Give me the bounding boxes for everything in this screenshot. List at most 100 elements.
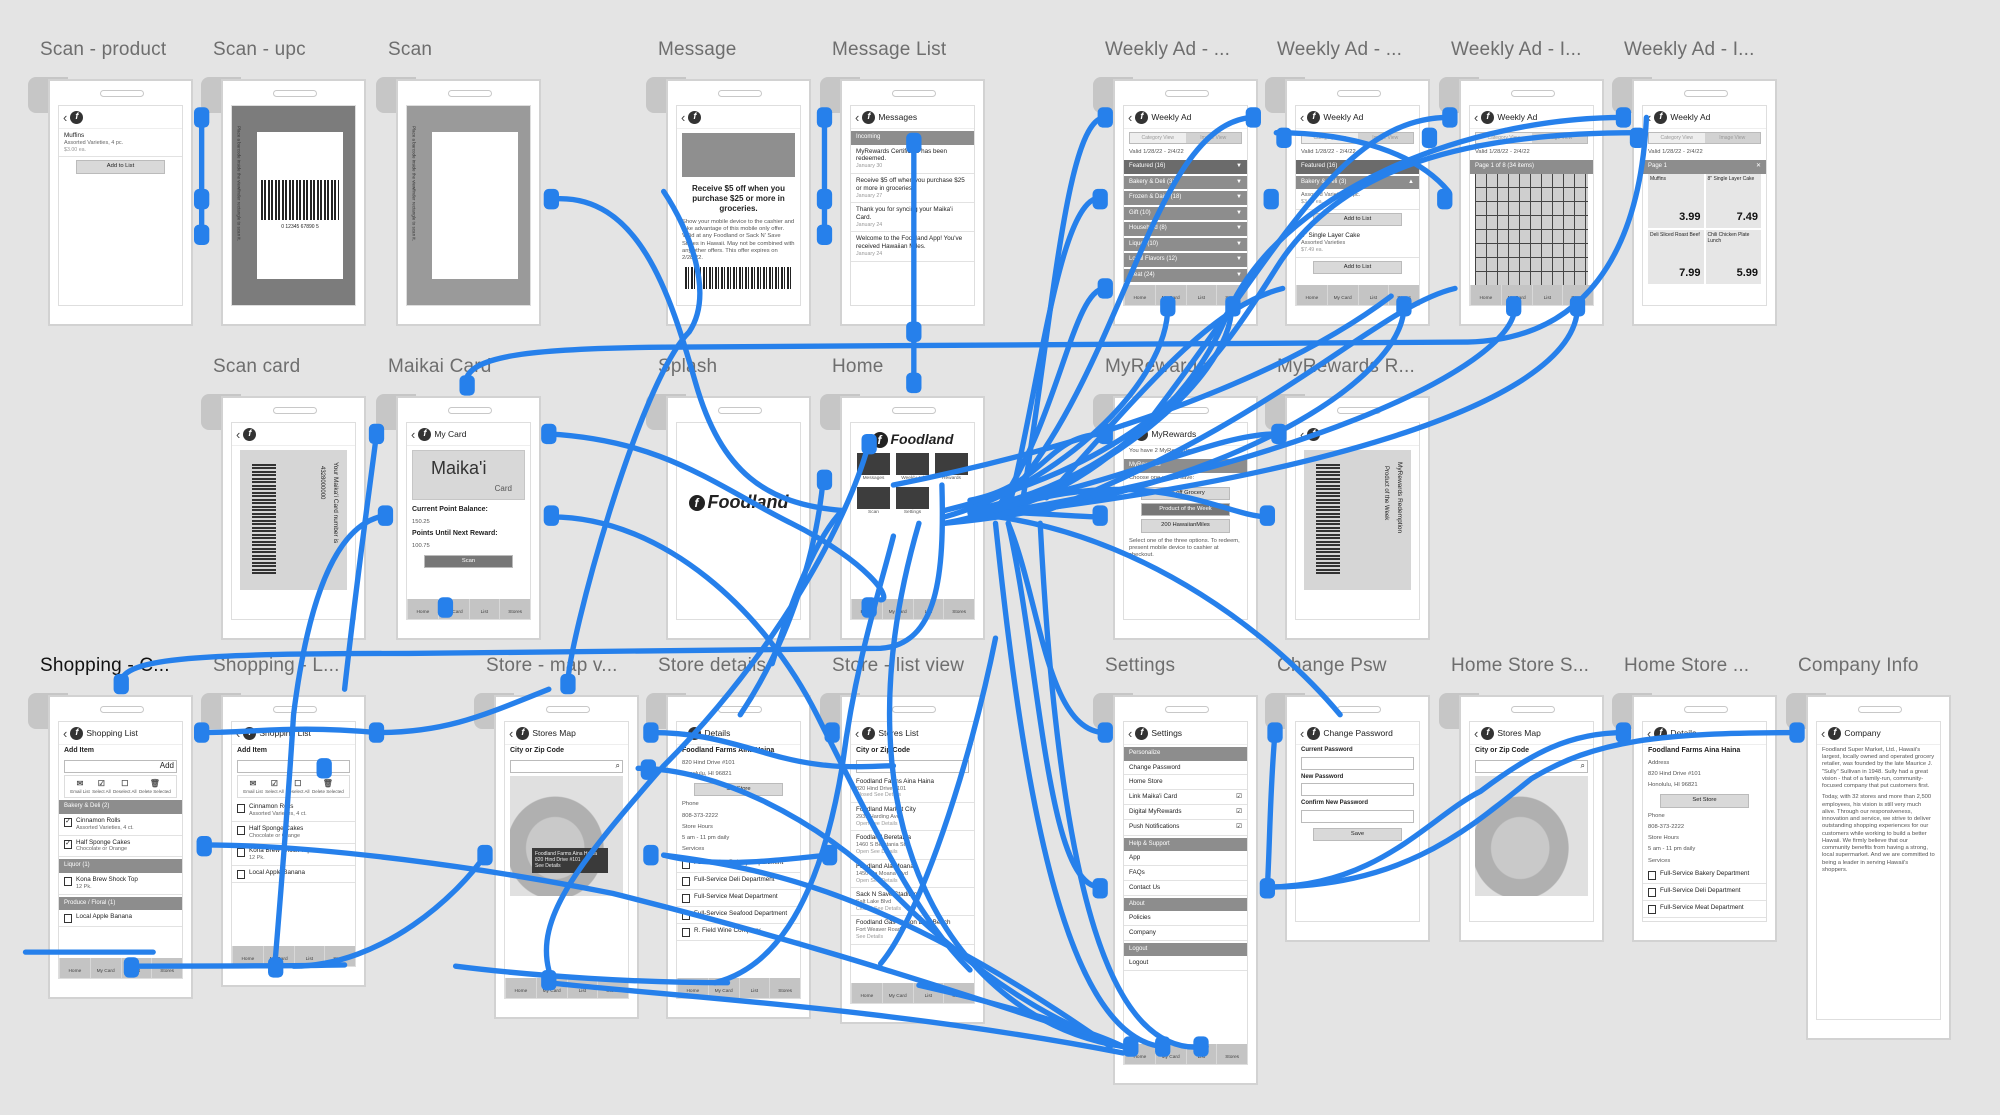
- checkbox[interactable]: [1648, 870, 1656, 880]
- tab-stores[interactable]: Stores: [943, 983, 974, 1003]
- back-chevron-icon[interactable]: ‹: [236, 725, 241, 741]
- home-tile[interactable]: Settings: [896, 487, 929, 516]
- artboard-label[interactable]: Home Store ...: [1624, 655, 1750, 676]
- caret-icon[interactable]: ▼: [1236, 178, 1242, 185]
- list-item[interactable]: Change Password: [1124, 761, 1247, 776]
- checkbox[interactable]: [682, 876, 690, 886]
- search-input[interactable]: ⌕: [510, 759, 623, 773]
- artboard-label[interactable]: Change Psw: [1277, 655, 1387, 676]
- list-item[interactable]: Full-Service Bakery Department: [1643, 867, 1766, 884]
- home-tile[interactable]: Messages: [857, 452, 890, 482]
- back-chevron-icon[interactable]: ‹: [1300, 109, 1305, 125]
- tab-my-card[interactable]: My Card: [535, 978, 567, 998]
- wire-handle[interactable]: [816, 188, 833, 210]
- artboard-label[interactable]: Weekly Ad - ...: [1277, 39, 1403, 60]
- tab-stores[interactable]: Stores: [1562, 285, 1593, 305]
- tab-my-card[interactable]: My Card: [437, 599, 469, 619]
- tab-home[interactable]: Home: [1296, 285, 1327, 305]
- list-item[interactable]: Link Maika'i Card☑: [1124, 790, 1247, 806]
- prototype-wire[interactable]: [1018, 114, 1108, 514]
- artboard-label[interactable]: Scan: [388, 39, 433, 60]
- button[interactable]: Set Store: [1660, 794, 1749, 808]
- segment-image-view[interactable]: Image View: [1185, 133, 1241, 144]
- checkbox[interactable]: [682, 927, 690, 937]
- back-chevron-icon[interactable]: ‹: [411, 426, 416, 442]
- section-header[interactable]: Featured (16)▼: [1124, 160, 1247, 174]
- artboard-label[interactable]: Home: [832, 356, 884, 377]
- tab-home[interactable]: Home: [232, 946, 263, 966]
- list-item[interactable]: Digital MyRewards☑: [1124, 805, 1247, 821]
- tab-stores[interactable]: Stores: [1388, 285, 1419, 305]
- wire-handle[interactable]: [196, 835, 212, 857]
- segment-category-view[interactable]: Category View: [1130, 133, 1186, 144]
- checkbox[interactable]: [64, 876, 72, 886]
- tab-my-card[interactable]: My Card: [262, 946, 294, 966]
- wire-handle[interactable]: [816, 469, 833, 491]
- list-item[interactable]: Assorted Varieties, 4 pc.$3.59 ea.: [1296, 189, 1419, 210]
- tab-list[interactable]: List: [912, 983, 944, 1003]
- tab-list[interactable]: List: [566, 978, 598, 998]
- tab-list[interactable]: List: [738, 978, 770, 998]
- checkbox[interactable]: [64, 914, 72, 924]
- tab-my-card[interactable]: My Card: [1154, 285, 1186, 305]
- prototype-wire[interactable]: [1005, 520, 1108, 736]
- artboard-label[interactable]: Settings: [1105, 655, 1176, 676]
- search-input[interactable]: ⌕: [856, 759, 969, 773]
- tab-my-card[interactable]: My Card: [707, 978, 739, 998]
- wire-handle[interactable]: [1092, 878, 1108, 899]
- tab-my-card[interactable]: My Card: [1500, 285, 1532, 305]
- wire-handle[interactable]: [459, 375, 475, 396]
- list-item[interactable]: R. Field Wine Company: [677, 924, 800, 941]
- tab-my-card[interactable]: My Card: [881, 983, 913, 1003]
- list-action[interactable]: ☑Select All: [92, 779, 111, 795]
- list-item[interactable]: MyRewards Certificate has been redeemed.…: [851, 145, 974, 174]
- input-button[interactable]: Add: [159, 761, 174, 771]
- artboard-label[interactable]: Weekly Ad - I...: [1451, 39, 1582, 60]
- artboard-label[interactable]: Shopping - C...: [40, 655, 170, 676]
- list-action[interactable]: 🗑Delete Selected: [312, 779, 344, 795]
- text-input[interactable]: [1301, 809, 1414, 823]
- prototype-wire[interactable]: [1005, 520, 1103, 890]
- caret-icon[interactable]: ✕: [1755, 163, 1761, 170]
- caret-icon[interactable]: ▼: [1236, 163, 1242, 170]
- wire-handle[interactable]: [1263, 188, 1279, 210]
- list-action[interactable]: ✉Email List: [243, 779, 263, 795]
- tab-stores[interactable]: Stores: [499, 599, 530, 619]
- home-tile[interactable]: Weekly Ad: [896, 452, 929, 482]
- back-chevron-icon[interactable]: ‹: [236, 426, 241, 442]
- section-header[interactable]: Page 1✕: [1643, 160, 1766, 174]
- back-chevron-icon[interactable]: ‹: [1474, 725, 1479, 741]
- list-action[interactable]: ☑Select All: [265, 779, 284, 795]
- wire-handle[interactable]: [1259, 878, 1276, 899]
- tab-my-card[interactable]: My Card: [881, 599, 913, 619]
- segment-category-view[interactable]: Category View: [1302, 133, 1358, 144]
- form-field[interactable]: Current Password: [1296, 745, 1419, 772]
- checkbox[interactable]: [237, 804, 245, 814]
- checkbox[interactable]: [682, 859, 690, 869]
- checkbox[interactable]: [1648, 904, 1656, 914]
- segment-image-view[interactable]: Image View: [1704, 133, 1760, 144]
- tab-list[interactable]: List: [1185, 285, 1217, 305]
- artboard-label[interactable]: Store - list view: [832, 655, 965, 676]
- button[interactable]: Add to List: [1313, 212, 1402, 227]
- tab-home[interactable]: Home: [505, 978, 536, 998]
